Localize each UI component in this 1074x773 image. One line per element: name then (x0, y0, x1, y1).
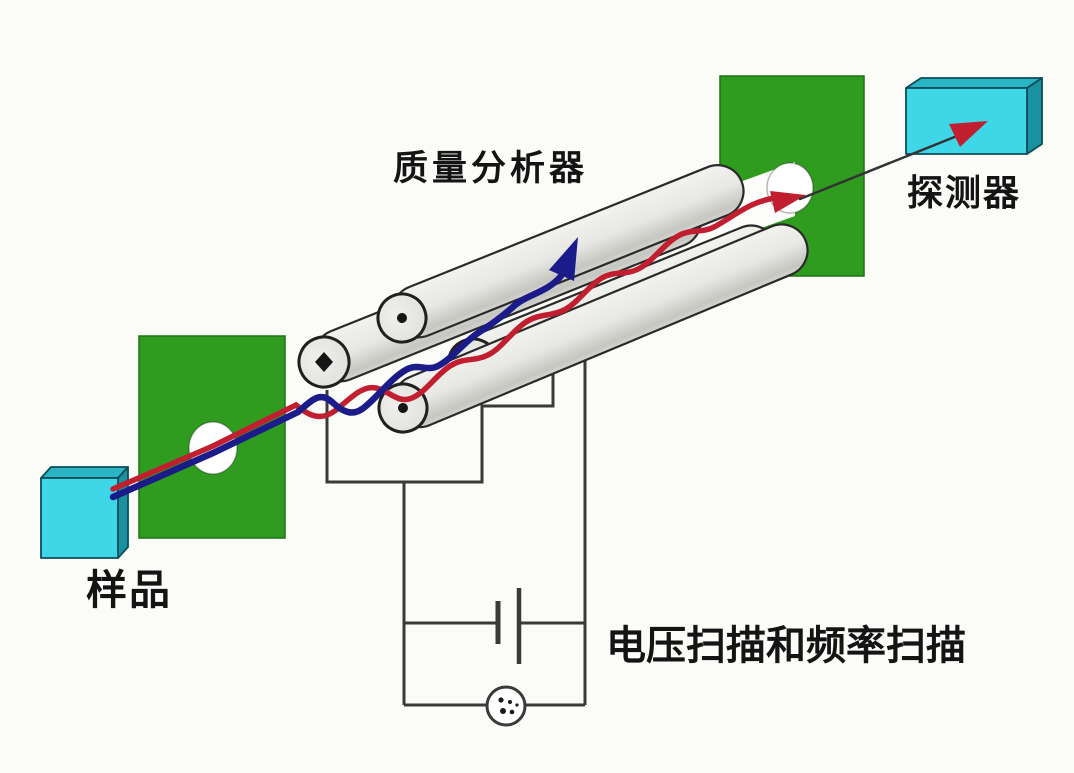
detector-label: 探测器 (907, 172, 1022, 213)
detector-flight-line (798, 134, 959, 201)
circuit (325, 314, 587, 727)
exit-aperture-arrowhead-icon (770, 191, 806, 213)
sample-box (40, 466, 129, 559)
stable-ion-path (110, 194, 783, 492)
detector-box-top (905, 77, 1043, 89)
detector-box (905, 77, 1043, 155)
rf-source-dots (498, 697, 519, 715)
quadrupole-rods (297, 164, 809, 434)
unstable-ion-arrowhead-icon (549, 237, 578, 281)
detector-arrowhead-icon (949, 121, 988, 147)
rod-bottom-dot-marker-icon (398, 403, 408, 413)
sample-box-front (40, 477, 119, 559)
sample-box-top (40, 466, 129, 479)
detector-box-side (1026, 77, 1043, 155)
rod-left-diamond-marker-icon (315, 352, 333, 372)
rf-source-icon (485, 685, 527, 727)
entrance-plate (138, 335, 286, 539)
ion-trajectories (109, 121, 988, 501)
detector-box-front (905, 87, 1028, 155)
rod-top-dot-marker-icon (397, 313, 407, 323)
sample-label: 样品 (86, 567, 172, 613)
voltage-frequency-scan-label: 电压扫描和频率扫描 (606, 624, 966, 668)
unstable-ion-path (109, 272, 565, 501)
mass-analyzer-label: 质量分析器 (393, 149, 589, 188)
diamond-pair-wire (325, 314, 555, 484)
